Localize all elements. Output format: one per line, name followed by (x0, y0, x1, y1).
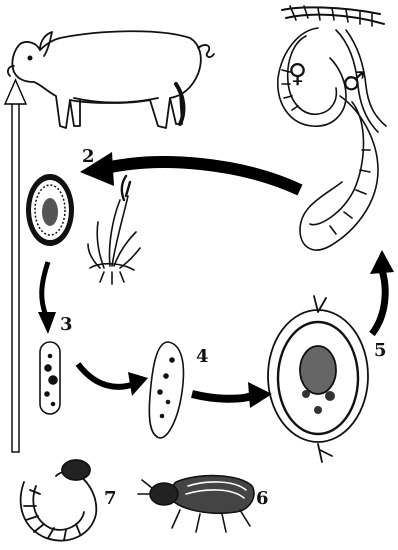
female-symbol: ♀ (288, 59, 307, 89)
stage-label-7: 7 (104, 488, 117, 509)
grub-illustration (21, 460, 97, 541)
cyst-illustration (268, 296, 368, 462)
arrow-larva4-to-cyst (192, 394, 252, 399)
stage-label-4: 4 (196, 346, 209, 367)
arrow-larva3-to-larva4 (78, 364, 134, 387)
arrow-egg-to-larva (42, 262, 48, 316)
egg-illustration (26, 174, 74, 246)
arrow-egg-to-larva-head (38, 312, 56, 334)
arrow-adult-to-egg (106, 162, 300, 190)
beetle-illustration (138, 476, 254, 532)
grass-illustration (88, 176, 140, 284)
first-larva-illustration (40, 342, 60, 414)
pig-illustration (8, 31, 214, 128)
arrow-cyst-to-adult-head (370, 250, 394, 274)
stage-label-6: 6 (256, 488, 269, 509)
adult-worms-illustration: ♀ ♂ (278, 6, 386, 250)
male-symbol: ♂ (342, 67, 365, 97)
stage-label-3: 3 (60, 314, 73, 335)
arrow-cyst-to-adult (372, 270, 385, 334)
arrow-grub-to-pig (5, 80, 26, 452)
arrow-larva3-to-larva4-head (128, 372, 148, 396)
stage-label-2: 2 (82, 146, 95, 167)
stage-label-5: 5 (374, 340, 387, 361)
second-larva-illustration (149, 342, 183, 438)
